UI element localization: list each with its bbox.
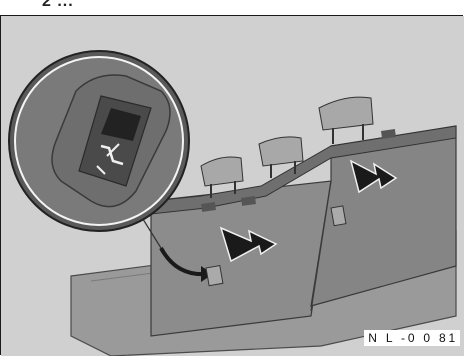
section-heading-fragment: 2 ... <box>42 0 74 11</box>
lever-closeup-inset <box>9 51 189 231</box>
seat-illustration <box>1 16 464 356</box>
illustration-frame: N L -0 0 81 <box>0 15 463 355</box>
figure-code-label: N L -0 0 81 <box>364 330 460 346</box>
